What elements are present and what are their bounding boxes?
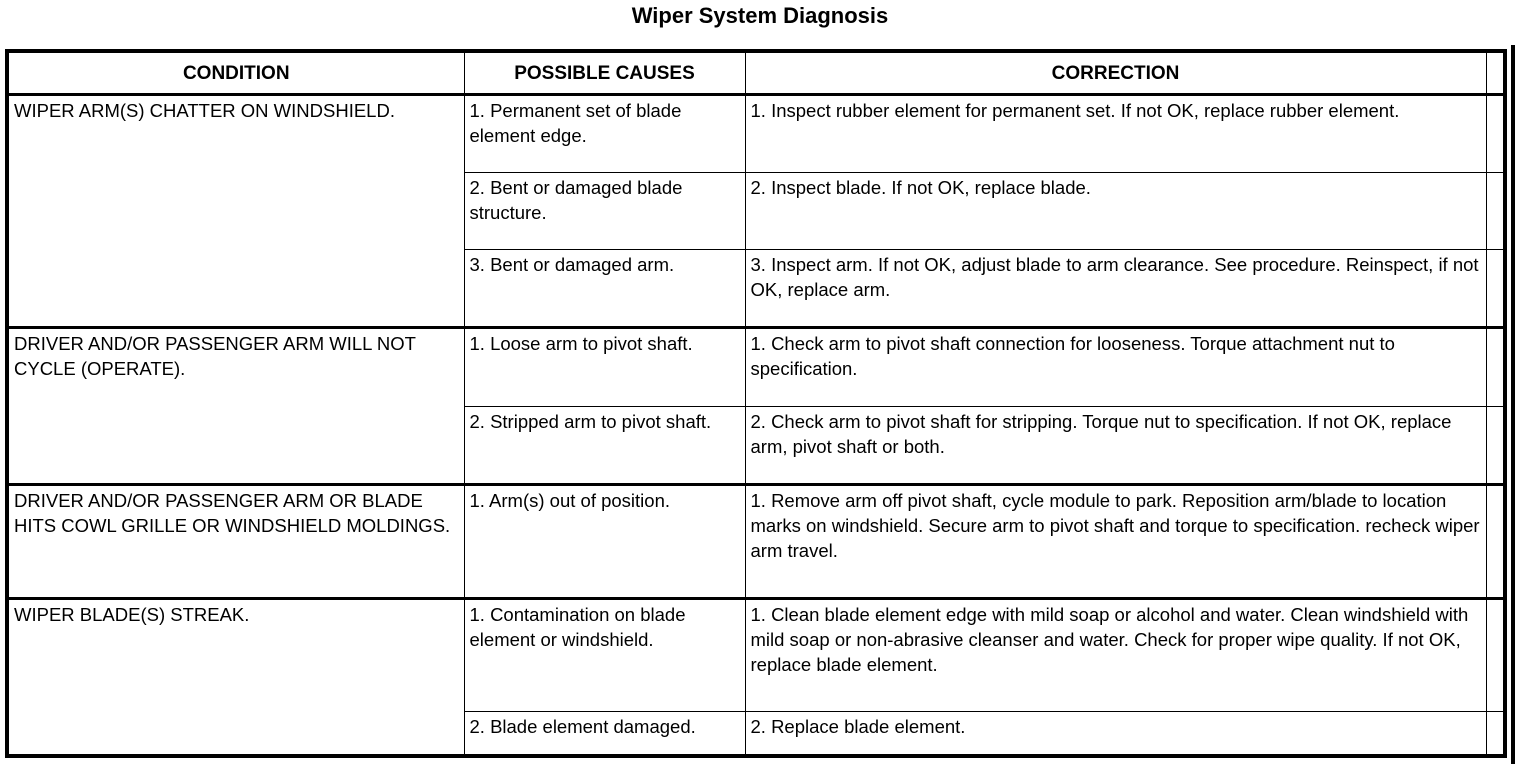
table-body: WIPER ARM(S) CHATTER ON WINDSHIELD.1. Pe… bbox=[6, 92, 1506, 757]
table-header-row: CONDITION POSSIBLE CAUSES CORRECTION bbox=[6, 50, 1506, 95]
table-row: 2. Stripped arm to pivot shaft.2. Check … bbox=[7, 405, 1506, 485]
spacer-cell bbox=[1485, 172, 1506, 251]
table-row: DRIVER AND/OR PASSENGER ARM WILL NOT CYC… bbox=[6, 326, 1506, 485]
spacer-cell bbox=[1485, 482, 1506, 600]
column-header-spacer bbox=[1485, 50, 1506, 95]
correction-cell: 2. Check arm to pivot shaft for strippin… bbox=[744, 405, 1487, 485]
correction-cell: 1. Inspect rubber element for permanent … bbox=[744, 92, 1487, 174]
possible-cause-cell: 2. Bent or damaged blade structure. bbox=[463, 172, 746, 251]
possible-cause-cell: 3. Bent or damaged arm. bbox=[463, 249, 746, 329]
table-row: 3. Bent or damaged arm.3. Inspect arm. I… bbox=[7, 249, 1506, 329]
spacer-cell bbox=[1485, 597, 1506, 713]
correction-cell: 1. Remove arm off pivot shaft, cycle mod… bbox=[744, 482, 1487, 600]
correction-cell: 1. Clean blade element edge with mild so… bbox=[744, 597, 1487, 713]
correction-cell: 1. Check arm to pivot shaft connection f… bbox=[744, 326, 1487, 407]
possible-cause-cell: 1. Permanent set of blade element edge. bbox=[463, 92, 746, 174]
right-margin-rule bbox=[1511, 45, 1515, 764]
possible-cause-cell: 1. Arm(s) out of position. bbox=[463, 482, 746, 600]
table-row: 2. Bent or damaged blade structure.2. In… bbox=[7, 172, 1506, 251]
spacer-cell bbox=[1485, 711, 1506, 757]
condition-cell: DRIVER AND/OR PASSENGER ARM OR BLADE HIT… bbox=[6, 482, 465, 600]
condition-cell: WIPER BLADE(S) STREAK. bbox=[6, 597, 465, 757]
spacer-cell bbox=[1485, 326, 1506, 407]
spacer-cell bbox=[1485, 249, 1506, 329]
table-row: WIPER ARM(S) CHATTER ON WINDSHIELD.1. Pe… bbox=[6, 92, 1506, 329]
possible-cause-cell: 1. Loose arm to pivot shaft. bbox=[463, 326, 746, 407]
diagnosis-table-wrapper: CONDITION POSSIBLE CAUSES CORRECTION WIP… bbox=[5, 49, 1507, 759]
spacer-cell bbox=[1485, 405, 1506, 485]
column-header-correction: CORRECTION bbox=[744, 50, 1487, 95]
correction-cell: 3. Inspect arm. If not OK, adjust blade … bbox=[744, 249, 1487, 329]
table-row: 2. Blade element damaged.2. Replace blad… bbox=[7, 711, 1506, 757]
wiper-diagnosis-table: CONDITION POSSIBLE CAUSES CORRECTION WIP… bbox=[5, 49, 1507, 758]
correction-cell: 2. Inspect blade. If not OK, replace bla… bbox=[744, 172, 1487, 251]
column-header-condition: CONDITION bbox=[6, 50, 465, 95]
possible-cause-cell: 2. Stripped arm to pivot shaft. bbox=[463, 405, 746, 485]
spacer-cell bbox=[1485, 92, 1506, 174]
column-header-causes: POSSIBLE CAUSES bbox=[463, 50, 746, 95]
correction-cell: 2. Replace blade element. bbox=[744, 711, 1487, 757]
condition-cell: DRIVER AND/OR PASSENGER ARM WILL NOT CYC… bbox=[6, 326, 465, 485]
table-header: CONDITION POSSIBLE CAUSES CORRECTION bbox=[6, 50, 1506, 95]
table-row: DRIVER AND/OR PASSENGER ARM OR BLADE HIT… bbox=[6, 482, 1506, 600]
possible-cause-cell: 1. Contamination on blade element or win… bbox=[463, 597, 746, 713]
possible-cause-cell: 2. Blade element damaged. bbox=[463, 711, 746, 757]
table-row: WIPER BLADE(S) STREAK.1. Contamination o… bbox=[6, 597, 1506, 757]
condition-cell: WIPER ARM(S) CHATTER ON WINDSHIELD. bbox=[6, 92, 465, 329]
page-title: Wiper System Diagnosis bbox=[631, 3, 889, 28]
